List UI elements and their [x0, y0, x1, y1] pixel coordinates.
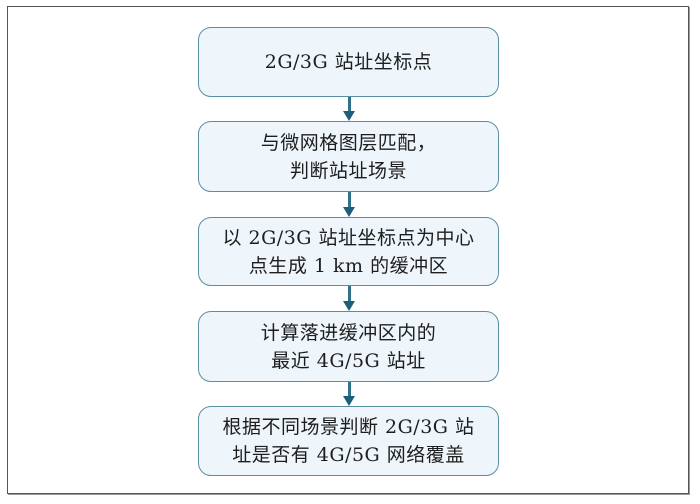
step-2-line-1: 与微网格图层匹配，: [260, 131, 437, 154]
arrow-1-head-icon: [343, 111, 355, 121]
step-1-line-1: 2G/3G 站址坐标点: [264, 51, 433, 73]
arrow-4-line: [348, 382, 351, 397]
flow-step-coverage-judgement: 根据不同场景判断 2G/3G 站 址是否有 4G/5G 网络覆盖: [198, 406, 499, 476]
step-4-line-2: 最近 4G/5G 站址: [271, 349, 426, 372]
arrow-2-head-icon: [343, 207, 355, 217]
flow-step-site-coordinates: 2G/3G 站址坐标点: [198, 27, 499, 97]
step-3-line-2: 点生成 1 km 的缓冲区: [248, 254, 449, 277]
flow-step-generate-buffer: 以 2G/3G 站址坐标点为中心 点生成 1 km 的缓冲区: [198, 217, 499, 286]
arrow-3-head-icon: [343, 301, 355, 311]
step-2-line-2: 判断站址场景: [289, 159, 407, 182]
arrow-2-line: [348, 192, 351, 208]
flow-step-nearest-site: 计算落进缓冲区内的 最近 4G/5G 站址: [198, 311, 499, 382]
arrow-4-head-icon: [343, 396, 355, 406]
step-5-line-2: 址是否有 4G/5G 网络覆盖: [232, 444, 465, 466]
flow-step-match-grid-layer: 与微网格图层匹配， 判断站址场景: [198, 121, 499, 192]
step-4-line-1: 计算落进缓冲区内的: [260, 321, 437, 344]
step-3-line-1: 以 2G/3G 站址坐标点为中心: [222, 226, 475, 249]
step-5-line-1: 根据不同场景判断 2G/3G 站: [222, 416, 475, 438]
arrow-1-line: [348, 97, 351, 112]
arrow-3-line: [348, 286, 351, 302]
